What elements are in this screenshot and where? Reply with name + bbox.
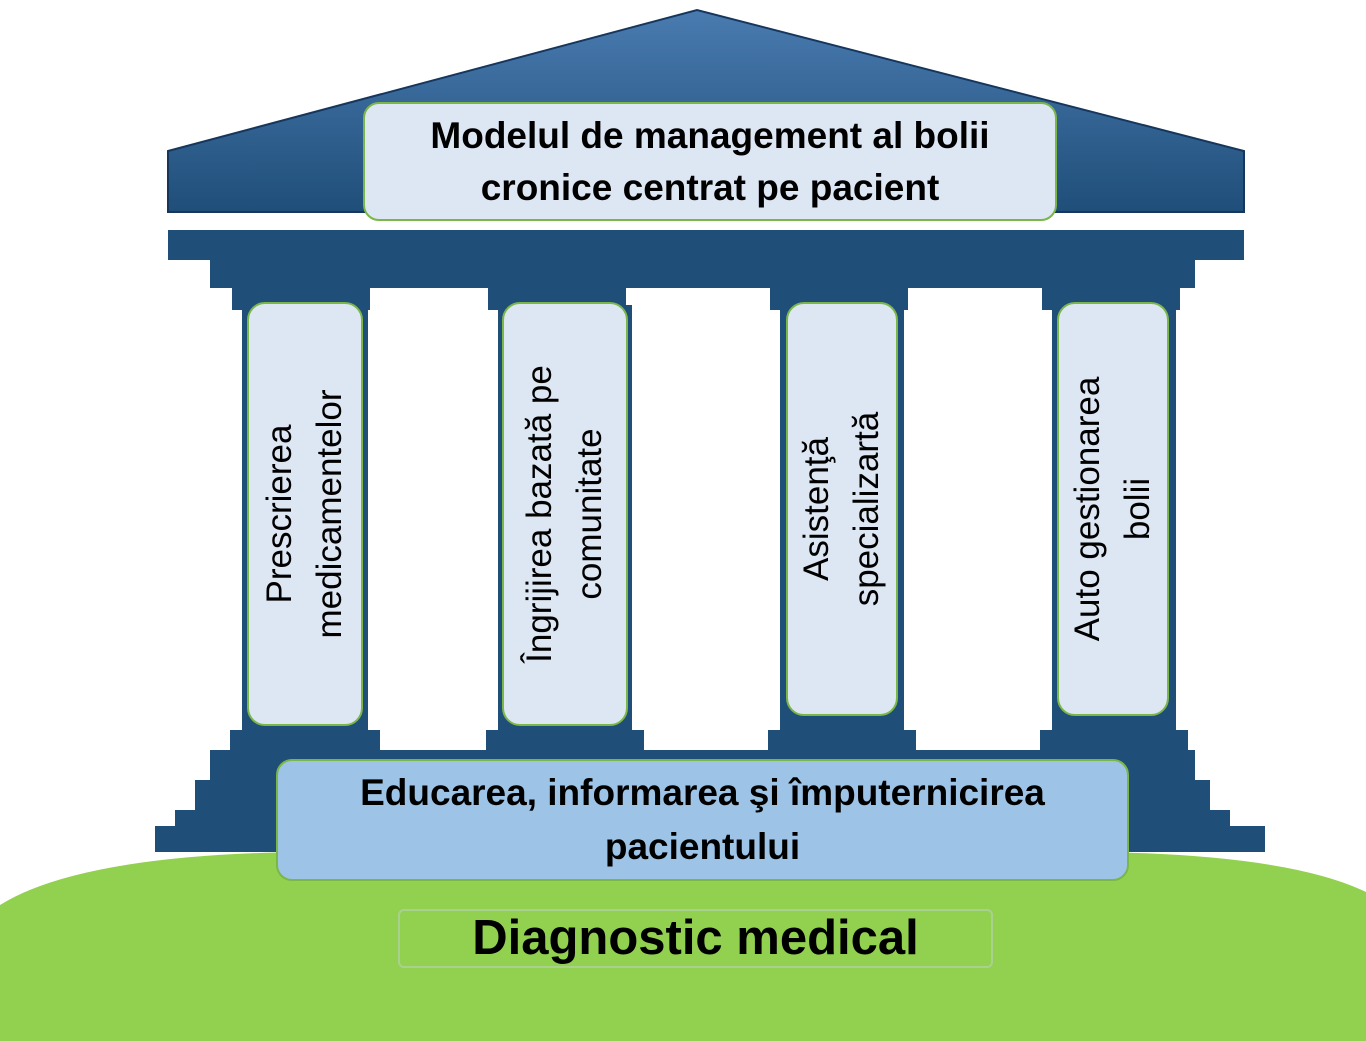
foundation-label: Educarea, informarea şi împuternicirea p… bbox=[276, 759, 1129, 881]
ground-hill bbox=[0, 852, 1366, 1041]
column-base-3 bbox=[768, 730, 916, 750]
column-base-2 bbox=[486, 730, 644, 750]
entablature-step bbox=[210, 260, 1195, 288]
ground-label: Diagnostic medical bbox=[398, 909, 993, 968]
pillar-1: Prescrierea medicamentelor bbox=[247, 302, 363, 726]
pillar-4-label: Auto gestionarea bolii bbox=[1068, 376, 1157, 642]
pillar-3-label: Asistenţă specializartă bbox=[797, 411, 886, 607]
pillar-1-label: Prescrierea medicamentelor bbox=[260, 389, 349, 639]
column-base-1 bbox=[230, 730, 380, 750]
pillar-2: Îngrijirea bazată pe comunitate bbox=[502, 302, 628, 726]
pillar-3: Asistenţă specializartă bbox=[786, 302, 898, 716]
pillar-4: Auto gestionarea bolii bbox=[1057, 302, 1169, 716]
pillar-2-label: Îngrijirea bazată pe comunitate bbox=[520, 365, 609, 663]
entablature-bar bbox=[168, 230, 1244, 260]
column-base-4 bbox=[1040, 730, 1188, 750]
roof-title: Modelul de management al bolii cronice c… bbox=[363, 102, 1057, 221]
